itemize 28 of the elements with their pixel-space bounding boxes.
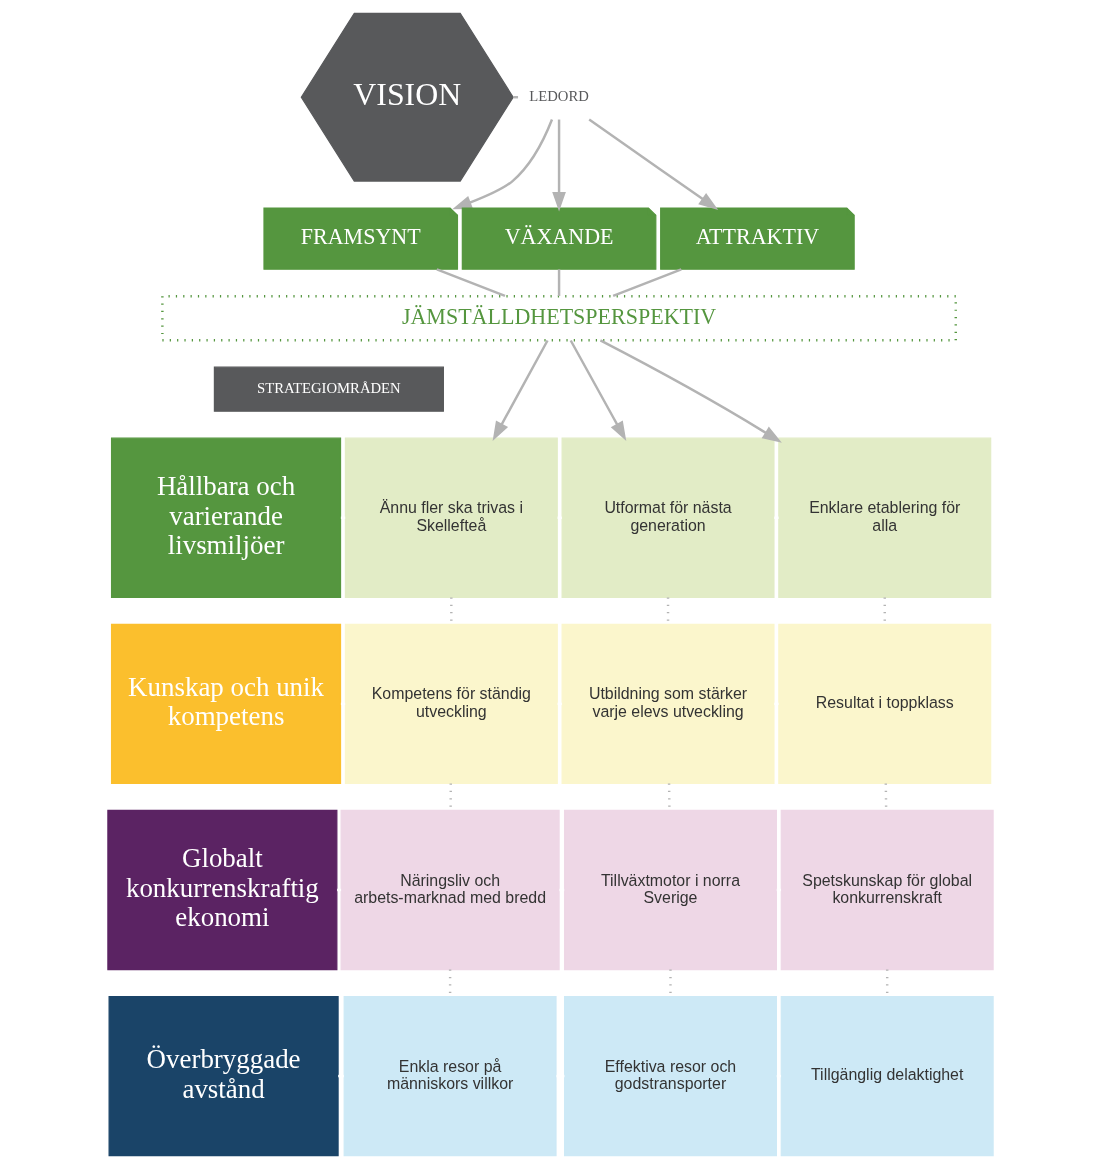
connector [557,269,561,296]
node-box: Enklare etablering för alla [778,437,992,598]
node-box: STRATEGIOMRÅDEN [213,366,444,412]
arrow [552,119,566,212]
connector [513,96,519,99]
arrow [588,118,719,210]
node-box: Tillväxtmotor i norra Sverige [563,809,777,971]
node-box: Effektiva resor och godstransporter [563,995,777,1157]
node-box: Hållbara och varierande livsmiljöer [110,437,342,598]
node-box: Resultat i toppklass [778,623,992,785]
node-box: Spetskunskap för global konkurrenskraft [780,809,994,971]
node-box: Kompetens för ständig utveckling [344,623,558,785]
connector [612,268,682,298]
connector [436,268,506,298]
node-box: Kunskap och unik kompetens [110,623,342,785]
node-box: Globalt konkurrenskraftig ekonomi [107,809,338,971]
node-box: Näringsliv och arbets-marknad med bredd [340,809,560,971]
node-text: LEDORD [529,88,589,104]
node-box: Utbildning som stärker varje elevs utveckling [561,623,775,785]
node-box: JÄMSTÄLLDHETSPERSPEKTIV [161,294,957,342]
node-box: Utformat för nästa generation [561,437,775,598]
node-box: Tillgänglig delaktighet [780,995,994,1157]
node-box: Enkla resor på människors villkor [343,995,557,1157]
node-box: Ännu fler ska trivas i Skellefteå [344,437,558,598]
arrow [492,339,549,442]
node-box: Överbryggade avstånd [108,995,339,1157]
arrow [599,339,782,443]
arrow [569,339,627,441]
